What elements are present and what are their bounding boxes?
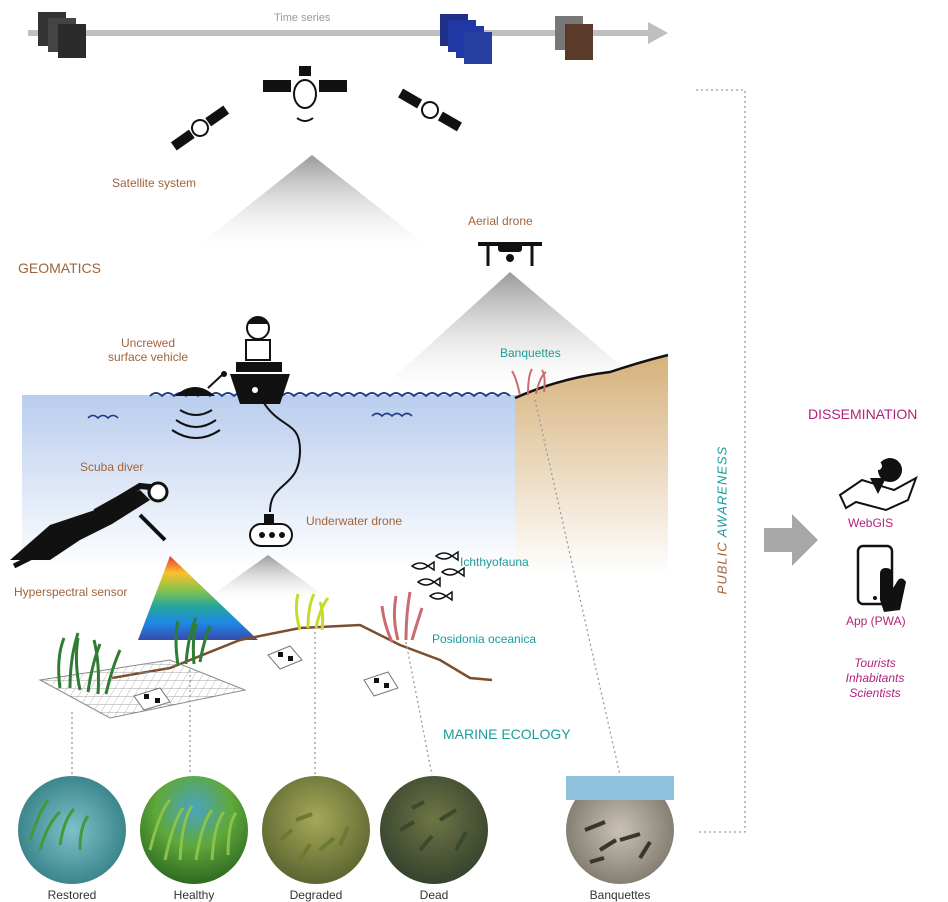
- scuba-diver-icon: [10, 481, 169, 569]
- audience-tourists: Tourists: [854, 656, 896, 670]
- underwater-drone-icon: [249, 514, 293, 547]
- drone-footprint: [380, 272, 650, 390]
- seagrass-degraded: [294, 593, 330, 631]
- satellite-label: Satellite system: [112, 176, 197, 190]
- smartphone-icon: [856, 544, 906, 612]
- caption-healthy: Healthy: [173, 888, 215, 902]
- wave-mark: [371, 412, 413, 418]
- satellite-icon: [398, 88, 462, 132]
- beach: [515, 355, 668, 575]
- seagrass-healthy: [174, 617, 212, 666]
- photo-banquettes: [566, 776, 674, 884]
- app-label: App (PWA): [846, 614, 906, 628]
- geomatics-label: GEOMATICS: [18, 260, 101, 276]
- ground-control-target: [267, 645, 303, 670]
- diver-label: Scuba diver: [80, 460, 144, 474]
- leader-lines: [71, 399, 621, 776]
- caption-restored: Restored: [47, 888, 97, 902]
- ground-control-target: [363, 671, 399, 697]
- satellite-icon: [263, 66, 347, 122]
- drone-label: Aerial drone: [468, 214, 533, 228]
- time-series-images: [38, 12, 593, 64]
- photo-degraded: [262, 776, 370, 884]
- ground-control-target: [133, 687, 171, 711]
- flow-arrow: [764, 514, 818, 566]
- banquettes-seagrass: [511, 368, 547, 396]
- sensor-label: Hyperspectral sensor: [14, 585, 128, 599]
- time-series-label: Time series: [274, 12, 331, 24]
- webgis-label: WebGIS: [848, 516, 894, 530]
- audience-inhabitants: Inhabitants: [845, 671, 905, 685]
- boat-icon: [230, 316, 290, 404]
- photo-dead: [380, 776, 488, 884]
- ichthyofauna-label: Ichthyofauna: [460, 555, 529, 569]
- banquettes-top-label: Banquettes: [500, 346, 561, 360]
- rov-tether: [261, 399, 302, 513]
- wave-mark: [87, 414, 119, 420]
- audience-list: Tourists Inhabitants Scientists: [820, 656, 930, 701]
- audience-scientists: Scientists: [849, 686, 901, 700]
- rov-footprint: [205, 555, 330, 600]
- caption-degraded: Degraded: [289, 888, 343, 902]
- ichthyofauna-icon: [410, 550, 465, 602]
- usv-icon: [171, 371, 227, 439]
- marine-ecology-label: MARINE ECOLOGY: [443, 726, 571, 742]
- caption-dead: Dead: [419, 888, 449, 902]
- time-series-arrow: [28, 22, 668, 44]
- usv-label: Uncrewed surface vehicle: [108, 336, 189, 364]
- photo-healthy: [140, 776, 248, 884]
- seagrass-restored: [57, 632, 122, 695]
- rov-label: Underwater drone: [306, 514, 403, 528]
- public-word: PUBLIC: [714, 537, 730, 595]
- caption-banquettes: Banquettes: [589, 888, 651, 902]
- satellite-footprint: [195, 155, 430, 248]
- awareness-word: AWARENESS: [714, 445, 730, 538]
- shore-line: [514, 353, 669, 400]
- satellite-icon: [170, 105, 230, 151]
- drone-icon: [478, 242, 542, 266]
- dissemination-title: DISSEMINATION: [808, 406, 918, 422]
- public-awareness-label: PUBLIC AWARENESS: [715, 446, 730, 595]
- hyperspectral-beam: [138, 556, 258, 640]
- posidonia-label: Posidonia oceanica: [432, 632, 537, 646]
- photo-restored: [18, 776, 126, 884]
- map-pin-icon: [838, 458, 918, 512]
- posidonia-dead: [380, 591, 424, 643]
- public-awareness-bracket: [696, 89, 746, 833]
